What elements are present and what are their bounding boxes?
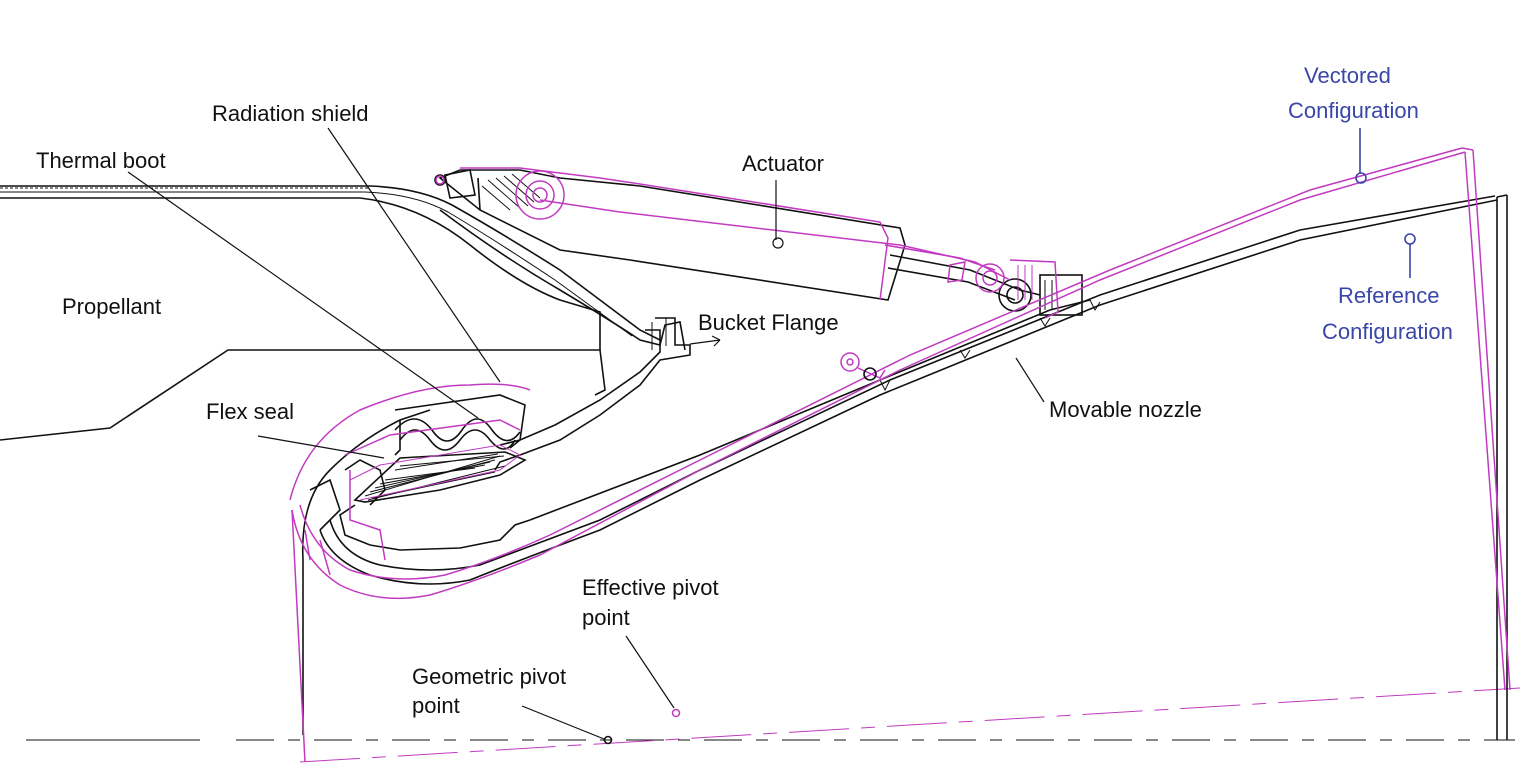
label-flex-seal: Flex seal (206, 399, 294, 424)
bucket-flange (494, 317, 691, 471)
label-vectored-2: Configuration (1288, 98, 1419, 123)
reference-nozzle[interactable] (301, 194, 1508, 740)
label-propellant: Propellant (62, 294, 161, 319)
label-movable-nozzle: Movable nozzle (1049, 397, 1202, 422)
vectored-nozzle[interactable] (289, 147, 1511, 763)
label-reference-1: Reference (1338, 283, 1440, 308)
label-effective-pivot-2: point (582, 605, 630, 630)
label-vectored-1: Vectored (1304, 63, 1391, 88)
label-radiation-shield: Radiation shield (212, 101, 369, 126)
vectored-centerline (299, 687, 1521, 763)
label-reference-2: Configuration (1322, 319, 1453, 344)
leader-lines (127, 127, 1416, 740)
label-geometric-pivot-2: point (412, 693, 460, 718)
label-bucket-flange: Bucket Flange (698, 310, 839, 335)
label-effective-pivot-1: Effective pivot (582, 575, 719, 600)
label-actuator: Actuator (742, 151, 824, 176)
actuator-vectored[interactable] (435, 167, 1059, 381)
effective-pivot-marker[interactable] (671, 708, 681, 718)
actuator-reference[interactable] (434, 169, 1083, 316)
label-geometric-pivot-1: Geometric pivot (412, 664, 566, 689)
flex-seal (353, 394, 527, 503)
motor-case (0, 185, 686, 441)
geometric-pivot-marker[interactable] (603, 735, 613, 745)
label-thermal-boot: Thermal boot (36, 148, 166, 173)
